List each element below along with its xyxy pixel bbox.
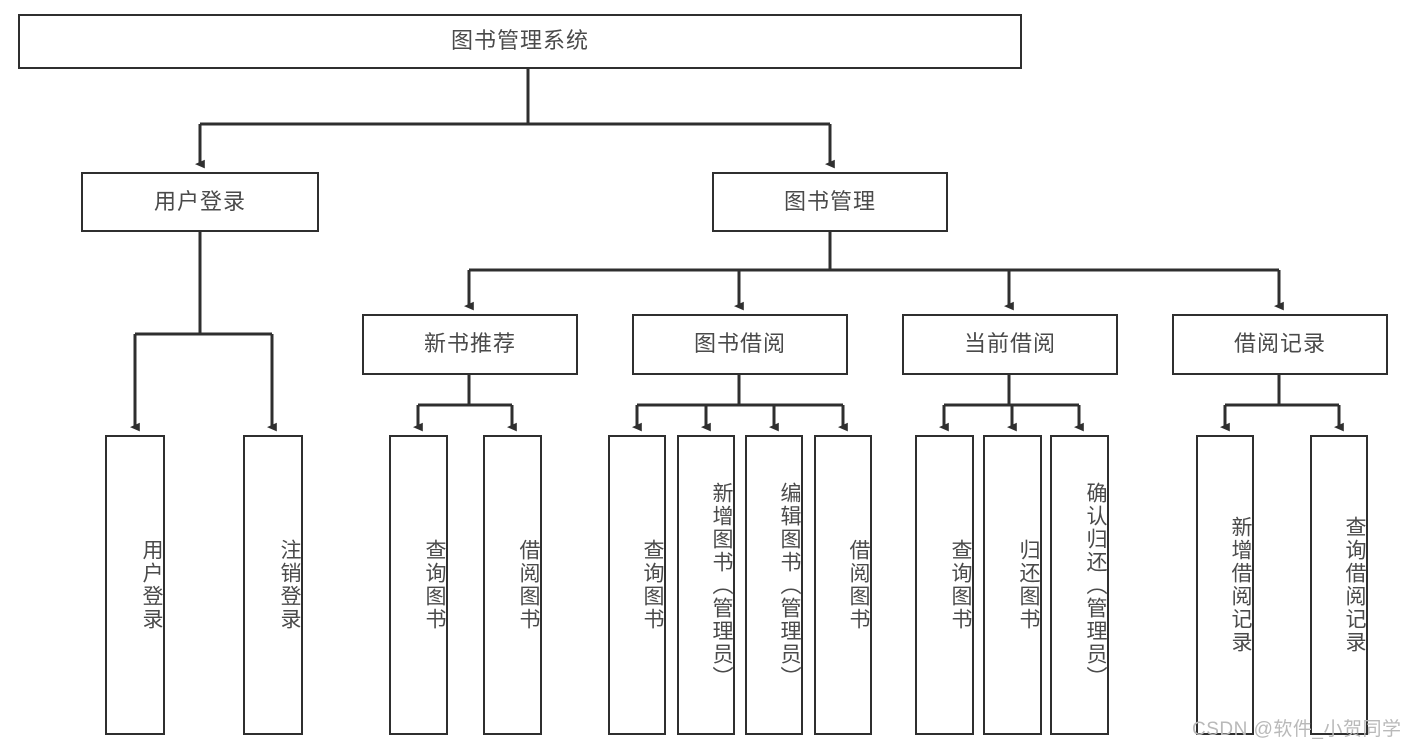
node-user-login[interactable]: 用户登录 bbox=[81, 172, 319, 232]
leaf-label: 归还图书 bbox=[1017, 539, 1040, 631]
leaf-query-borrow-record[interactable]: 查询借阅记录 bbox=[1310, 435, 1368, 735]
node-current-borrow[interactable]: 当前借阅 bbox=[902, 314, 1118, 375]
node-book-borrow-label: 图书借阅 bbox=[693, 331, 786, 357]
node-user-login-label: 用户登录 bbox=[153, 188, 246, 214]
node-root[interactable]: 图书管理系统 bbox=[18, 14, 1022, 69]
leaf-confirm-return-admin[interactable]: 确认归还（管理员） bbox=[1050, 435, 1109, 735]
leaf-edit-book-admin[interactable]: 编辑图书（管理员） bbox=[745, 435, 803, 735]
leaf-return-book[interactable]: 归还图书 bbox=[983, 435, 1042, 735]
leaf-add-borrow-record[interactable]: 新增借阅记录 bbox=[1196, 435, 1254, 735]
leaf-borrow-book[interactable]: 借阅图书 bbox=[814, 435, 872, 735]
leaf-label: 注销登录 bbox=[278, 539, 301, 631]
leaf-label: 新增图书（管理员） bbox=[710, 481, 733, 689]
leaf-label: 编辑图书（管理员） bbox=[778, 481, 801, 689]
node-borrow-record-label: 借阅记录 bbox=[1233, 331, 1326, 357]
leaf-label: 用户登录 bbox=[140, 539, 163, 631]
leaf-query-book-current[interactable]: 查询图书 bbox=[915, 435, 974, 735]
leaf-label: 确认归还（管理员） bbox=[1084, 481, 1107, 689]
leaf-label: 查询图书 bbox=[423, 539, 446, 631]
node-borrow-record[interactable]: 借阅记录 bbox=[1172, 314, 1388, 375]
leaf-label: 新增借阅记录 bbox=[1229, 516, 1252, 654]
leaf-query-book-borrow[interactable]: 查询图书 bbox=[608, 435, 666, 735]
node-new-book-recommend-label: 新书推荐 bbox=[423, 331, 516, 357]
node-book-management-label: 图书管理 bbox=[783, 188, 876, 214]
node-current-borrow-label: 当前借阅 bbox=[963, 331, 1056, 357]
leaf-label: 借阅图书 bbox=[517, 539, 540, 631]
node-root-label: 图书管理系统 bbox=[450, 28, 589, 54]
leaf-query-book-recommend[interactable]: 查询图书 bbox=[389, 435, 448, 735]
leaf-label: 查询图书 bbox=[949, 539, 972, 631]
leaf-label: 查询图书 bbox=[641, 539, 664, 631]
leaf-user-logout[interactable]: 注销登录 bbox=[243, 435, 303, 735]
node-book-management[interactable]: 图书管理 bbox=[712, 172, 948, 232]
leaf-borrow-book-recommend[interactable]: 借阅图书 bbox=[483, 435, 542, 735]
node-new-book-recommend[interactable]: 新书推荐 bbox=[362, 314, 578, 375]
leaf-user-login[interactable]: 用户登录 bbox=[105, 435, 165, 735]
watermark-text: CSDN @软件_小贺同学 bbox=[1192, 719, 1402, 740]
leaf-label: 查询借阅记录 bbox=[1343, 516, 1366, 654]
node-book-borrow[interactable]: 图书借阅 bbox=[632, 314, 848, 375]
leaf-add-book-admin[interactable]: 新增图书（管理员） bbox=[677, 435, 735, 735]
leaf-label: 借阅图书 bbox=[847, 539, 870, 631]
